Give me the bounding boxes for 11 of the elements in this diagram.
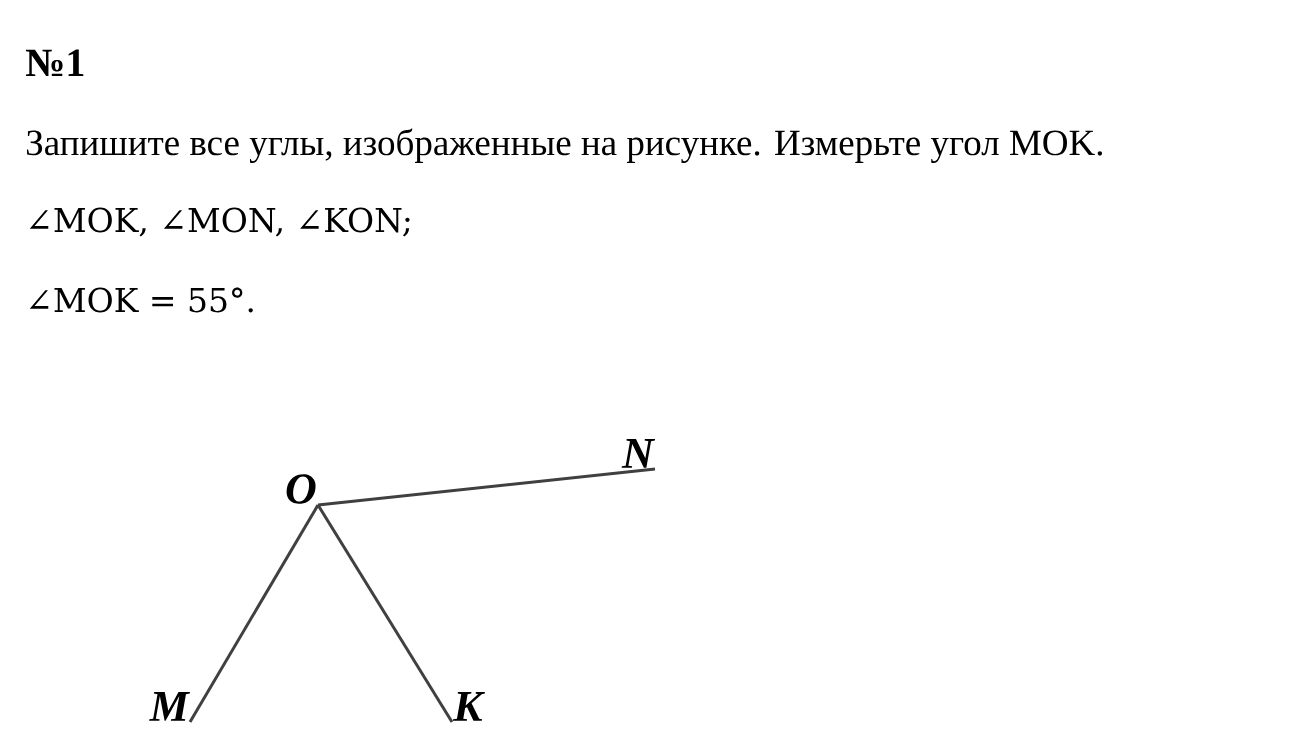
answer-text: ∠MOK, ∠MON, ∠KON; [29, 207, 410, 237]
ray-line [317, 467, 656, 507]
ray-line [316, 504, 454, 723]
point-label: O [286, 474, 316, 504]
answer-text: ∠MOK = 55°. [29, 287, 253, 313]
point-label: N [621, 439, 656, 468]
point-label: M [149, 692, 190, 721]
ray-line [188, 504, 320, 723]
title: №1 [25, 49, 84, 76]
question-text: Запишите все углы, изображенные на рисунке. Измерьте угол MOK. [26, 128, 1103, 163]
point-label: K [452, 692, 485, 721]
